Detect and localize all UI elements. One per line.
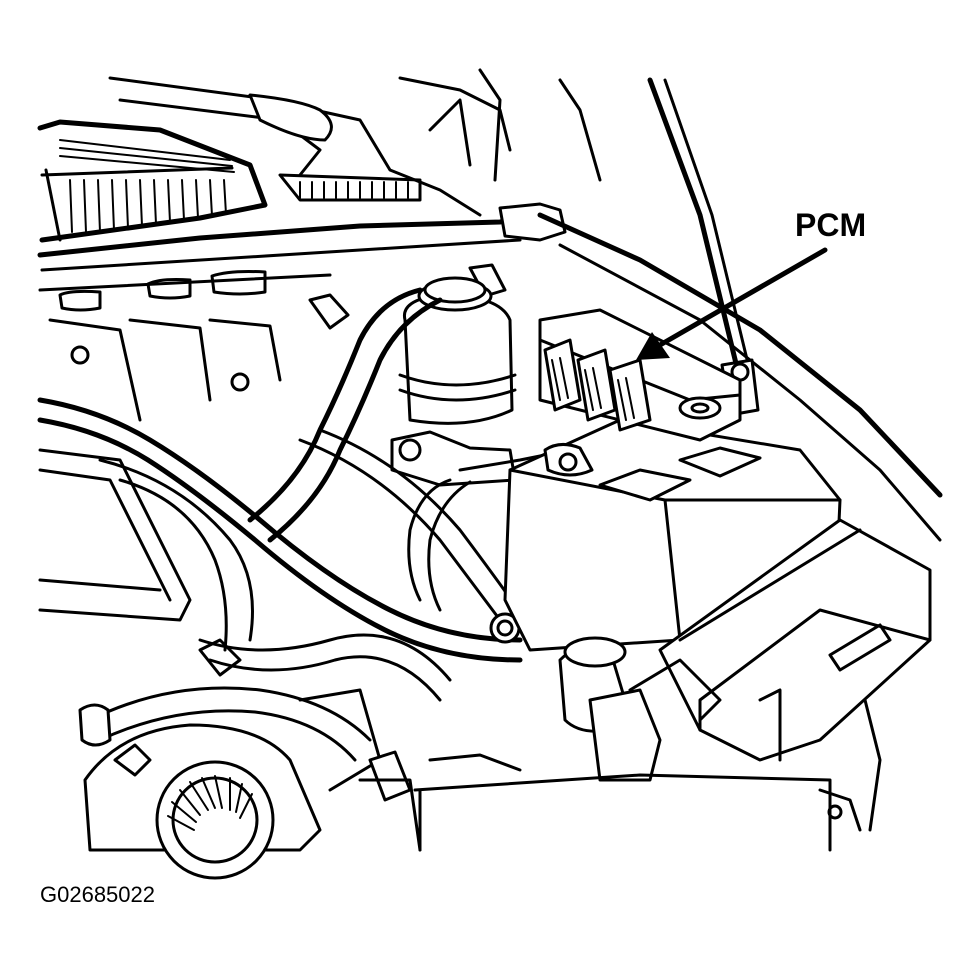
- brake-fluid-reservoir: [390, 276, 517, 487]
- lower-engine-block: [198, 638, 862, 852]
- figure-code: G02685022: [40, 882, 155, 907]
- pcm-module: [538, 308, 742, 442]
- intake-manifold: [38, 263, 507, 422]
- engine-mount: [558, 636, 662, 782]
- cowl-panel: [37, 68, 602, 272]
- alternator: [78, 703, 322, 880]
- air-intake-grille: [37, 119, 268, 243]
- valve-cover: [38, 448, 192, 622]
- pcm-callout-arrow: [636, 247, 828, 360]
- pcm-label: PCM: [795, 207, 866, 243]
- power-distribution-center: [628, 518, 932, 762]
